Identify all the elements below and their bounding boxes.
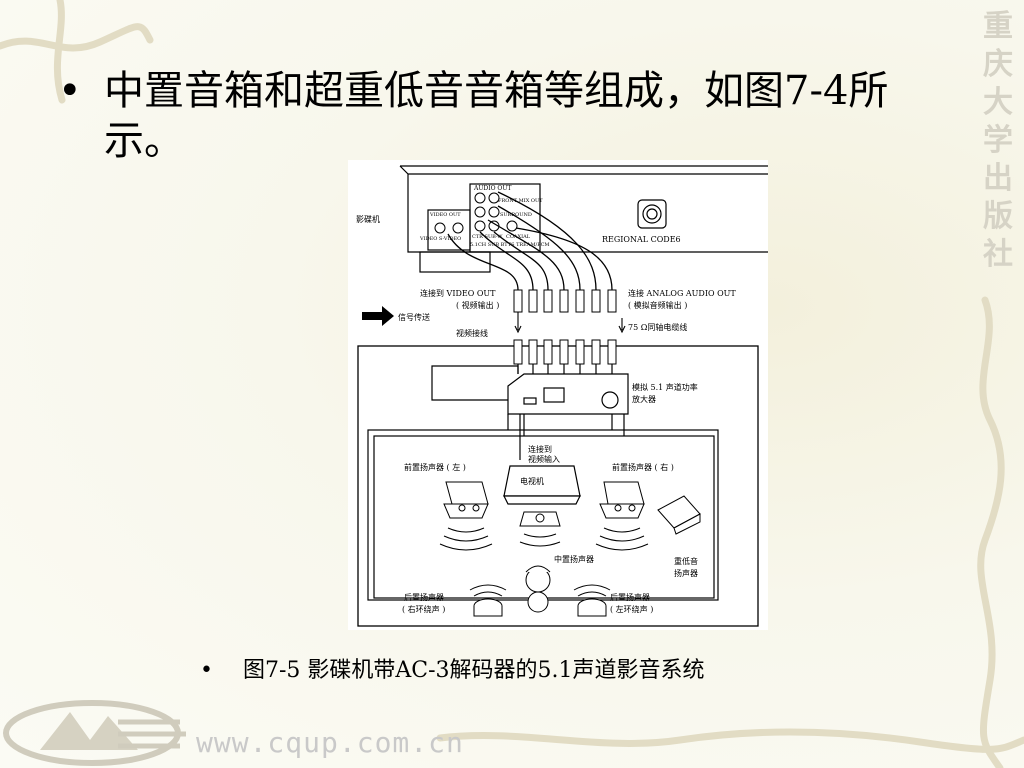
side-title-char: 版 xyxy=(983,199,1013,234)
amp-label: 模拟 5.1 声道功率 xyxy=(632,382,698,392)
side-title-char: 社 xyxy=(983,237,1013,272)
side-title-char: 庆 xyxy=(983,47,1013,82)
vine-top-left xyxy=(0,23,154,52)
coaxial-label: COAXIAL xyxy=(506,234,531,240)
bullet-dot: • xyxy=(58,68,82,114)
amp-label-2: 放大器 xyxy=(632,394,656,404)
connect-video-label: 连接到 VIDEO OUT xyxy=(420,288,496,298)
caption-text: 图7-5 影碟机带AC-3解码器的5.1声道影音系统 xyxy=(242,658,705,683)
video-in-label: 视频输入 xyxy=(528,454,560,464)
front-left-speaker-icon xyxy=(443,481,489,519)
amp-cables xyxy=(431,364,613,401)
caption-bullet: • xyxy=(200,658,213,683)
amplifier-icon xyxy=(507,373,629,415)
rear-right-sub-label: ( 左环绕声 ) xyxy=(610,604,653,614)
analog-cn-label: ( 模拟音频输出 ) xyxy=(628,300,687,310)
rear-right-label: 后置扬声器 xyxy=(610,592,650,602)
sound-waves-rear-left xyxy=(469,584,507,597)
player-label: 影碟机 xyxy=(356,214,380,224)
front-left-label: 前置扬声器 ( 左 ) xyxy=(404,462,466,472)
plugs-upper xyxy=(513,289,617,313)
sound-waves-rear-right xyxy=(573,584,611,597)
connect-to-label: 连接到 xyxy=(528,444,552,454)
arrow-right-icon xyxy=(362,306,394,326)
audio-out-label: AUDIO OUT xyxy=(473,185,511,192)
dvd-player-panel xyxy=(399,165,768,273)
listener-icon xyxy=(525,565,551,613)
rear-left-sub-label: ( 右环绕声 ) xyxy=(402,604,445,614)
connect-analog-label: 连接 ANALOG AUDIO OUT xyxy=(628,288,736,298)
publisher-url: www.cqup.com.cn xyxy=(196,726,464,759)
rear-right-speaker-icon xyxy=(577,598,607,617)
main-bullet: • 中置音箱和超重低音音箱等组成，如图7-4所示。 xyxy=(58,66,968,166)
center-label: 中置扬声器 xyxy=(554,554,594,564)
connection-diagram: 影碟机 AUDIO OUT FRONT MIX OUT SURROUND VID… xyxy=(348,160,768,630)
publisher-vertical-title: 重 庆 大 学 出 版 社 xyxy=(978,8,1018,274)
front-right-label: 前置扬声器 ( 右 ) xyxy=(612,462,674,472)
video-s-label: VIDEO S-VIDEO xyxy=(419,236,461,242)
side-title-char: 出 xyxy=(983,161,1013,196)
side-title-char: 重 xyxy=(983,9,1013,44)
down-arrows xyxy=(514,312,626,334)
surround-label: SURROUND xyxy=(500,212,532,218)
front-right-speaker-icon xyxy=(599,481,645,519)
side-title-char: 大 xyxy=(983,85,1013,120)
plugs-lower xyxy=(513,339,617,365)
bullet-text: 中置音箱和超重低音音箱等组成，如图7-4所示。 xyxy=(104,68,889,164)
cable-bundle xyxy=(447,191,613,291)
vine-top-left-2 xyxy=(53,0,66,104)
bitstream-label: 5.1CH SUB BTTS TREAM/PCM xyxy=(470,242,550,248)
regional-code-label: REGIONAL CODE6 xyxy=(602,235,681,244)
ctr-sub-label: CTR SUB-W xyxy=(472,234,503,240)
logo-icon xyxy=(3,700,186,766)
side-title-char: 学 xyxy=(983,123,1013,158)
vine-bottom xyxy=(436,728,1024,753)
coax-cable-label: 75 Ω同轴电缆线 xyxy=(628,322,687,332)
tv-label: 电视机 xyxy=(520,476,544,486)
video-cable-label: 视频接线 xyxy=(456,328,488,338)
sound-waves-center xyxy=(519,533,561,547)
sound-waves-left xyxy=(439,527,493,551)
subwoofer-label-2: 扬声器 xyxy=(674,568,698,578)
signal-label: 信号传送 xyxy=(398,312,430,322)
player-jacks xyxy=(434,192,518,234)
video-out-port-label: VIDEO OUT xyxy=(429,212,461,218)
center-speaker-icon xyxy=(519,511,561,527)
rear-left-speaker-icon xyxy=(473,598,503,617)
room-outline xyxy=(357,345,759,627)
vine-right xyxy=(977,296,1005,768)
subwoofer-icon xyxy=(657,495,701,535)
tv-icon xyxy=(503,465,581,505)
sound-waves-right xyxy=(595,527,649,551)
video-out-cn-label: ( 视频输出 ) xyxy=(456,300,499,310)
figure-caption: • 图7-5 影碟机带AC-3解码器的5.1声道影音系统 xyxy=(200,652,705,684)
subwoofer-label-1: 重低音 xyxy=(674,556,698,566)
front-mix-label: FRONT MIX OUT xyxy=(498,198,543,204)
rear-left-label: 后置扬声器 xyxy=(404,592,444,602)
